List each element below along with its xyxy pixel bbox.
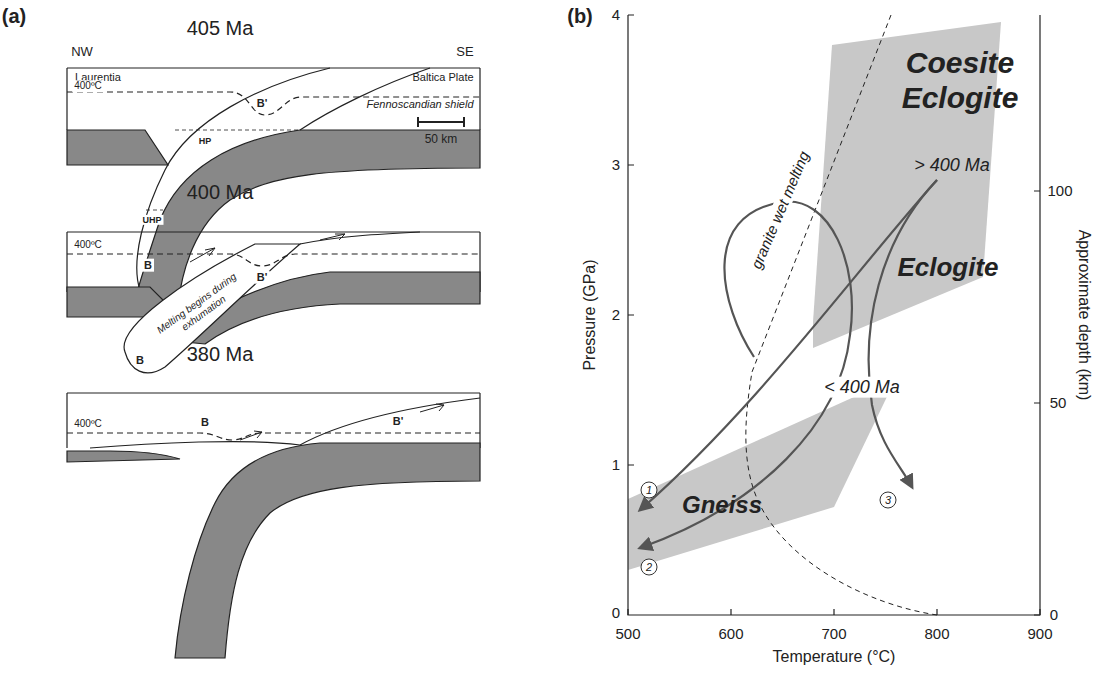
point-label: B' xyxy=(391,415,406,428)
callout-number: 1 xyxy=(646,484,652,497)
tick-label: 2 xyxy=(612,306,620,323)
plate-name: Baltica Plate xyxy=(412,71,473,84)
panel-letter: (b) xyxy=(567,5,593,28)
axis-title: Temperature (°C) xyxy=(773,648,896,666)
tick-label: 0 xyxy=(1050,606,1058,623)
tick-label: 4 xyxy=(612,6,620,23)
axis-title: Approximate depth (km) xyxy=(1075,230,1093,401)
panel-time: 405 Ma xyxy=(187,17,254,40)
tick-label: 600 xyxy=(718,625,743,642)
section-405 xyxy=(67,68,480,305)
path-age: > 400 Ma xyxy=(914,155,990,176)
field-name: Gneiss xyxy=(682,491,762,519)
section-400 xyxy=(67,232,480,373)
tick-label: 3 xyxy=(612,156,620,173)
field-name: Coesite Eclogite xyxy=(873,46,1048,115)
scale-label: 50 km xyxy=(425,133,458,147)
point-label: B' xyxy=(255,97,270,110)
direction: SE xyxy=(456,45,473,60)
callout-number: 3 xyxy=(885,494,891,507)
path-age: < 400 Ma xyxy=(822,377,902,398)
tick-label: 800 xyxy=(924,625,949,642)
panel-time: 380 Ma xyxy=(187,343,254,366)
panel-time: 400 Ma xyxy=(187,181,254,204)
tick-label: 50 xyxy=(1050,394,1067,411)
point-label: B xyxy=(134,354,146,367)
region-name: Fennoscandian shield xyxy=(366,98,473,111)
isotherm-label: 400ºC xyxy=(72,418,104,430)
direction: NW xyxy=(71,45,93,60)
tick-label: 100 xyxy=(1047,182,1072,199)
isotherm-label: 400ºC xyxy=(72,239,104,251)
field-name: Eclogite xyxy=(897,253,998,283)
point-label: B xyxy=(199,416,211,429)
callout-number: 2 xyxy=(646,561,652,574)
tick-label: 500 xyxy=(615,625,640,642)
panel-letter: (a) xyxy=(2,5,26,28)
zone-label: UHP xyxy=(140,215,163,225)
point-label: B xyxy=(142,259,154,272)
zone-label: HP xyxy=(197,136,214,146)
tick-label: 700 xyxy=(821,625,846,642)
tick-label: 1 xyxy=(612,456,620,473)
section-380 xyxy=(67,393,480,658)
tick-label: 900 xyxy=(1027,625,1052,642)
point-label: B' xyxy=(255,271,270,284)
axis-title: Pressure (GPa) xyxy=(581,259,599,370)
isotherm-label: 400ºC xyxy=(72,80,104,92)
tick-label: 0 xyxy=(612,604,620,621)
